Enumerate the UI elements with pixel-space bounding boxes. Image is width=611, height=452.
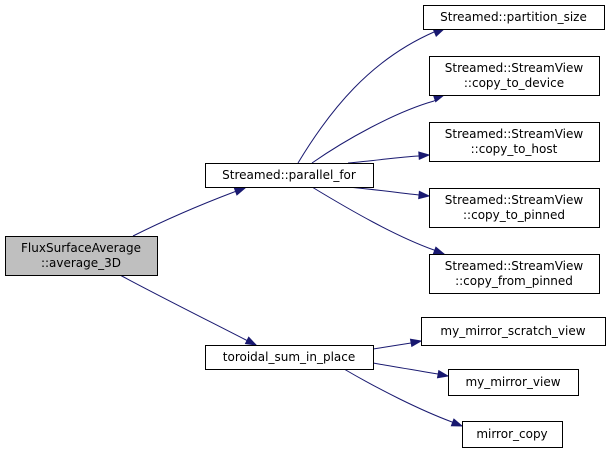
node-label: Streamed::StreamView: [445, 61, 584, 75]
edge-line: [347, 186, 420, 196]
node-box[interactable]: [429, 254, 600, 294]
node-box[interactable]: [448, 369, 579, 396]
node-label: Streamed::StreamView: [445, 259, 584, 273]
edge-connector: [233, 187, 246, 193]
node-scratch-view[interactable]: my_mirror_scratch_view: [421, 317, 606, 346]
node-label: Streamed::StreamView: [445, 127, 584, 141]
edge-toroidal-to-mirror_view: [372, 362, 450, 379]
edge-root-to-toroidal: [119, 274, 258, 346]
node-label: ::copy_to_host: [471, 142, 558, 156]
edge-parallel_for-to-copy_to_device: [311, 94, 446, 164]
node-box[interactable]: [429, 188, 600, 228]
edge-connector: [245, 339, 257, 346]
edge-parallel_for-to-partition_size: [297, 28, 446, 164]
edge-parallel_for-to-copy_to_pinned: [347, 186, 431, 200]
edge-connector: [451, 421, 463, 427]
edge-connector: [418, 194, 430, 197]
node-mirror-view[interactable]: my_mirror_view: [448, 369, 579, 396]
node-copy-from-pinned[interactable]: Streamed::StreamView::copy_from_pinned: [429, 254, 600, 294]
node-box[interactable]: [462, 421, 563, 448]
edge-connector: [437, 373, 449, 377]
edge-line: [372, 362, 439, 375]
edge-line: [119, 274, 247, 341]
node-partition-size[interactable]: Streamed::partition_size: [423, 5, 605, 30]
node-box[interactable]: [5, 236, 158, 276]
node-parallel-for[interactable]: Streamed::parallel_for: [205, 163, 374, 188]
call-nodes: FluxSurfaceAverage::average_3DStreamed::…: [5, 5, 606, 448]
node-label: Streamed::parallel_for: [222, 168, 356, 182]
node-box[interactable]: [421, 317, 606, 346]
edge-root-to-parallel_for: [132, 187, 247, 237]
node-label: toroidal_sum_in_place: [223, 350, 355, 364]
node-label: ::copy_from_pinned: [455, 274, 573, 288]
node-label: Streamed::StreamView: [445, 193, 584, 207]
node-label: FluxSurfaceAverage: [21, 241, 141, 255]
edge-connector: [418, 154, 430, 157]
node-toroidal[interactable]: toroidal_sum_in_place: [205, 345, 374, 370]
edge-connector: [433, 249, 445, 255]
node-copy-to-device[interactable]: Streamed::StreamView::copy_to_device: [429, 56, 600, 96]
edge-line: [297, 31, 435, 164]
node-root[interactable]: FluxSurfaceAverage::average_3D: [5, 236, 158, 276]
edge-toroidal-to-mirror_copy: [343, 368, 464, 427]
node-label: ::copy_to_pinned: [463, 208, 565, 222]
node-label: Streamed::partition_size: [440, 10, 587, 24]
edge-line: [343, 368, 453, 423]
node-box[interactable]: [423, 5, 605, 30]
node-label: ::average_3D: [41, 256, 121, 270]
node-label: my_mirror_view: [465, 375, 560, 389]
node-box[interactable]: [429, 122, 600, 162]
node-label: ::copy_to_device: [464, 76, 564, 90]
edge-line: [372, 342, 412, 350]
edge-parallel_for-to-copy_to_host: [347, 151, 431, 164]
edge-line: [311, 186, 435, 251]
edge-line: [311, 100, 435, 164]
node-box[interactable]: [205, 345, 374, 370]
edge-toroidal-to-scratch_view: [372, 338, 423, 350]
node-box[interactable]: [205, 163, 374, 188]
edge-parallel_for-to-copy_from_pinned: [311, 186, 446, 255]
node-mirror-copy[interactable]: mirror_copy: [462, 421, 563, 448]
node-copy-to-pinned[interactable]: Streamed::StreamView::copy_to_pinned: [429, 188, 600, 228]
edge-line: [347, 155, 420, 164]
node-copy-to-host[interactable]: Streamed::StreamView::copy_to_host: [429, 122, 600, 162]
node-box[interactable]: [429, 56, 600, 96]
edge-connector: [410, 340, 422, 344]
node-label: my_mirror_scratch_view: [440, 324, 585, 338]
edge-line: [132, 191, 235, 237]
node-label: mirror_copy: [476, 427, 547, 441]
